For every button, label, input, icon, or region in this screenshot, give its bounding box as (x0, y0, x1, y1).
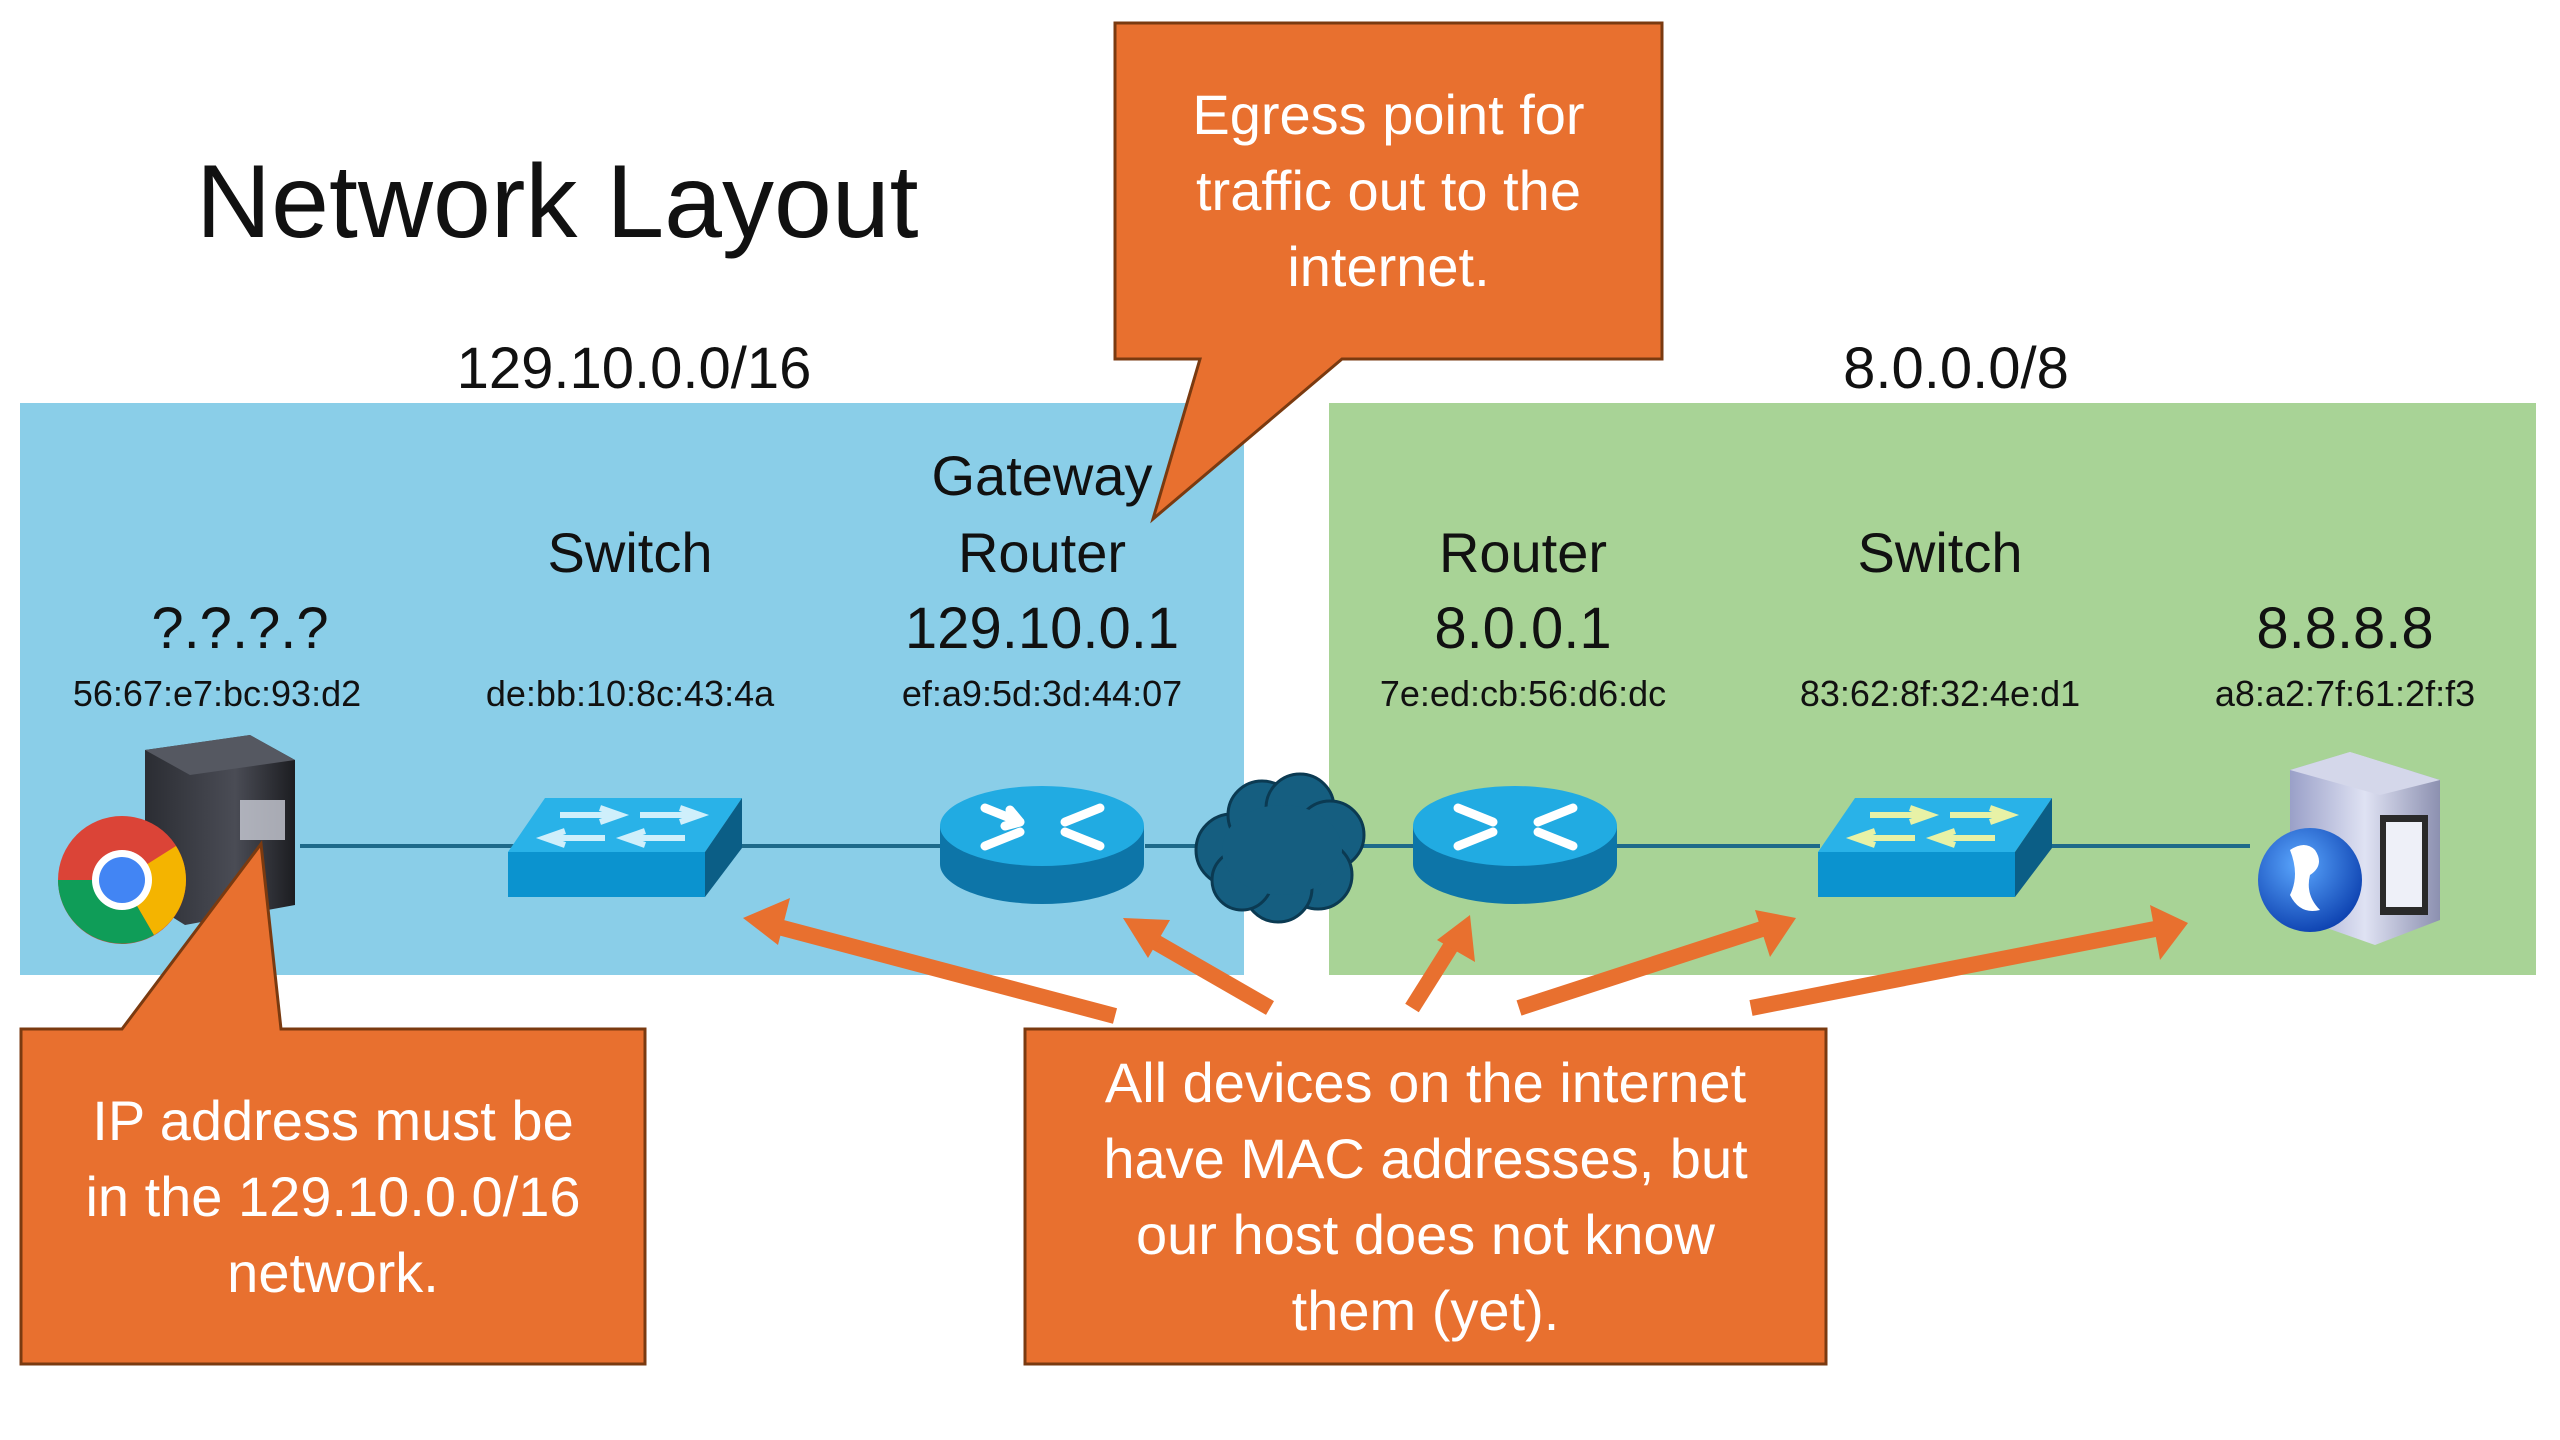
arrow-to-wan-switch (1516, 910, 1796, 1016)
cloud-icon (1194, 772, 1366, 924)
mac-callout-shape (1023, 1027, 1828, 1366)
arrow-to-gateway-router (1123, 918, 1274, 1015)
host-ip-callout-shape (19, 840, 647, 1366)
router-icon (940, 786, 1144, 904)
lan-switch-mac-label: de:bb:10:8c:43:4a (485, 673, 775, 714)
wan-router-mac-label: 7e:ed:cb:56:d6:dc (1379, 673, 1667, 714)
egress-callout: Egress point for traffic out to the inte… (1115, 23, 1662, 359)
server-mac-label: a8:a2:7f:61:2f:f3 (2214, 673, 2476, 714)
pointer-arrows (743, 898, 2188, 1024)
egress-callout-line: traffic out to the (1196, 159, 1581, 222)
lan-subnet-label: 129.10.0.0/16 (456, 336, 812, 401)
egress-callout-shape (1113, 21, 1664, 524)
mac-callout-line: All devices on the internet (1104, 1050, 1747, 1114)
host-mac-label: 56:67:e7:bc:93:d2 (72, 673, 362, 714)
mac-callout: All devices on the internet have MAC add… (1025, 1029, 1826, 1364)
lan-switch-role-label: Switch (547, 521, 713, 584)
arrow-to-server (1749, 905, 2188, 1016)
wan-switch-role-label: Switch (1857, 521, 2023, 584)
switch-icon (508, 798, 742, 897)
mac-callout-line: have MAC addresses, but (1103, 1126, 1748, 1190)
mac-callout-line: them (yet). (1291, 1278, 1560, 1342)
egress-callout-line: Egress point for (1192, 83, 1585, 146)
host-ip-label: ?.?.?.? (151, 596, 329, 661)
arrow-to-wan-router (1405, 915, 1475, 1013)
web-server-icon (2258, 752, 2440, 945)
switch-icon (1818, 798, 2052, 897)
gateway-router-role-label: Router (957, 521, 1127, 584)
wan-router-ip-label: 8.0.0.1 (1434, 596, 1612, 661)
desktop-with-browser-icon (58, 735, 295, 944)
host-ip-callout: IP address must be in the 129.10.0.0/16 … (21, 1029, 645, 1364)
router-icon (1413, 786, 1617, 904)
host-ip-callout-line: in the 129.10.0.0/16 (85, 1164, 581, 1228)
server-ip-label: 8.8.8.8 (2256, 596, 2434, 661)
wan-switch-mac-label: 83:62:8f:32:4e:d1 (1799, 673, 2081, 714)
arrow-to-lan-switch (743, 898, 1118, 1024)
host-ip-callout-line: IP address must be (92, 1088, 574, 1152)
gateway-role-label: Gateway (931, 444, 1153, 507)
gateway-mac-label: ef:a9:5d:3d:44:07 (901, 673, 1183, 714)
slide-title: Network Layout (196, 144, 919, 260)
mac-callout-line: our host does not know (1135, 1202, 1715, 1266)
wan-subnet-label: 8.0.0.0/8 (1843, 336, 2069, 401)
egress-callout-line: internet. (1287, 235, 1490, 298)
gateway-ip-label: 129.10.0.1 (904, 596, 1180, 661)
host-ip-callout-line: network. (227, 1240, 439, 1304)
wan-router-role-label: Router (1438, 521, 1608, 584)
